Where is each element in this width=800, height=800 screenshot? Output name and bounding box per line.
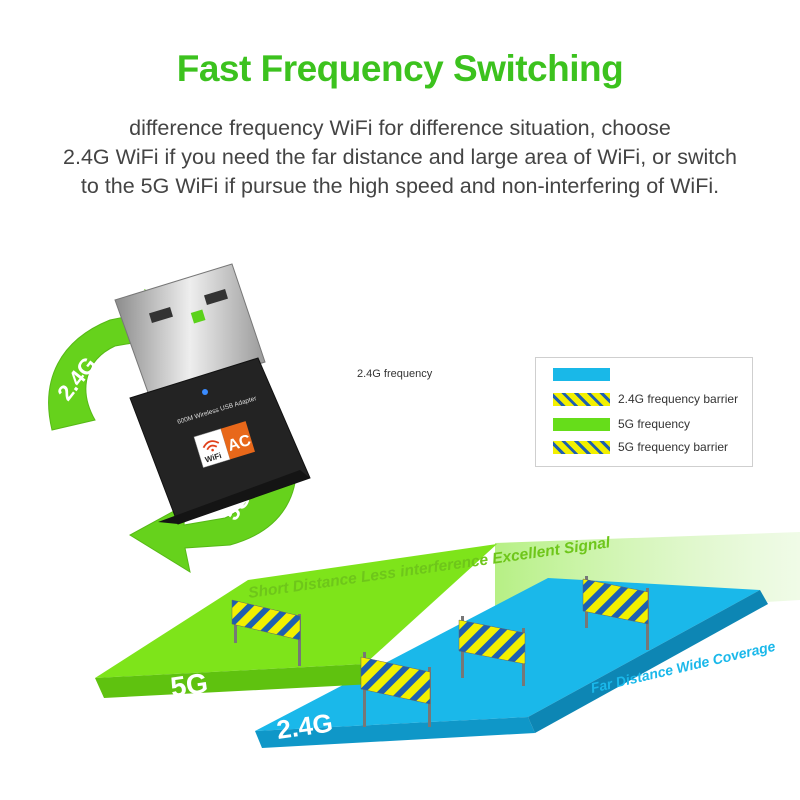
band-5g-side [95,664,373,698]
barrier-2-4g-mid [458,616,526,686]
wifi-icon [202,440,220,451]
ac-badge [220,421,255,460]
legend: 2.4G frequency barrier 5G frequency 5G f… [535,357,753,467]
legend-item [553,367,618,381]
legend-swatch [553,392,610,406]
frequency-label: 2.4G frequency [357,368,433,380]
barrier-2-4g-far [582,576,649,650]
ac-badge-text: AC [226,432,253,455]
legend-label: 2.4G frequency barrier [618,392,739,406]
description-line: 2.4G WiFi if you need the far distance a… [63,145,737,169]
band-5g-label: 5G [169,667,210,703]
band-5g [95,544,497,678]
legend-item: 5G frequency [553,417,690,431]
legend-swatch [553,440,610,454]
usb-adapter: 600M Wireless USB Adapter WiFi AC [114,263,311,525]
barrier-2-4g-near [360,652,431,727]
description-line: difference frequency WiFi for difference… [129,116,671,140]
legend-swatch [553,367,610,381]
barrier-5g [231,599,301,666]
description-line: to the 5G WiFi if pursue the high speed … [80,174,720,198]
legend-item: 2.4G frequency barrier [553,392,738,406]
band-2-4g-side [255,717,535,748]
legend-item: 5G frequency barrier [553,440,728,454]
page-title: Fast Frequency Switching [176,48,624,89]
legend-label: 5G frequency barrier [618,440,729,454]
legend-label: 5G frequency [618,417,691,431]
description: difference frequency WiFi for difference… [30,114,770,201]
legend-swatch [553,417,610,431]
